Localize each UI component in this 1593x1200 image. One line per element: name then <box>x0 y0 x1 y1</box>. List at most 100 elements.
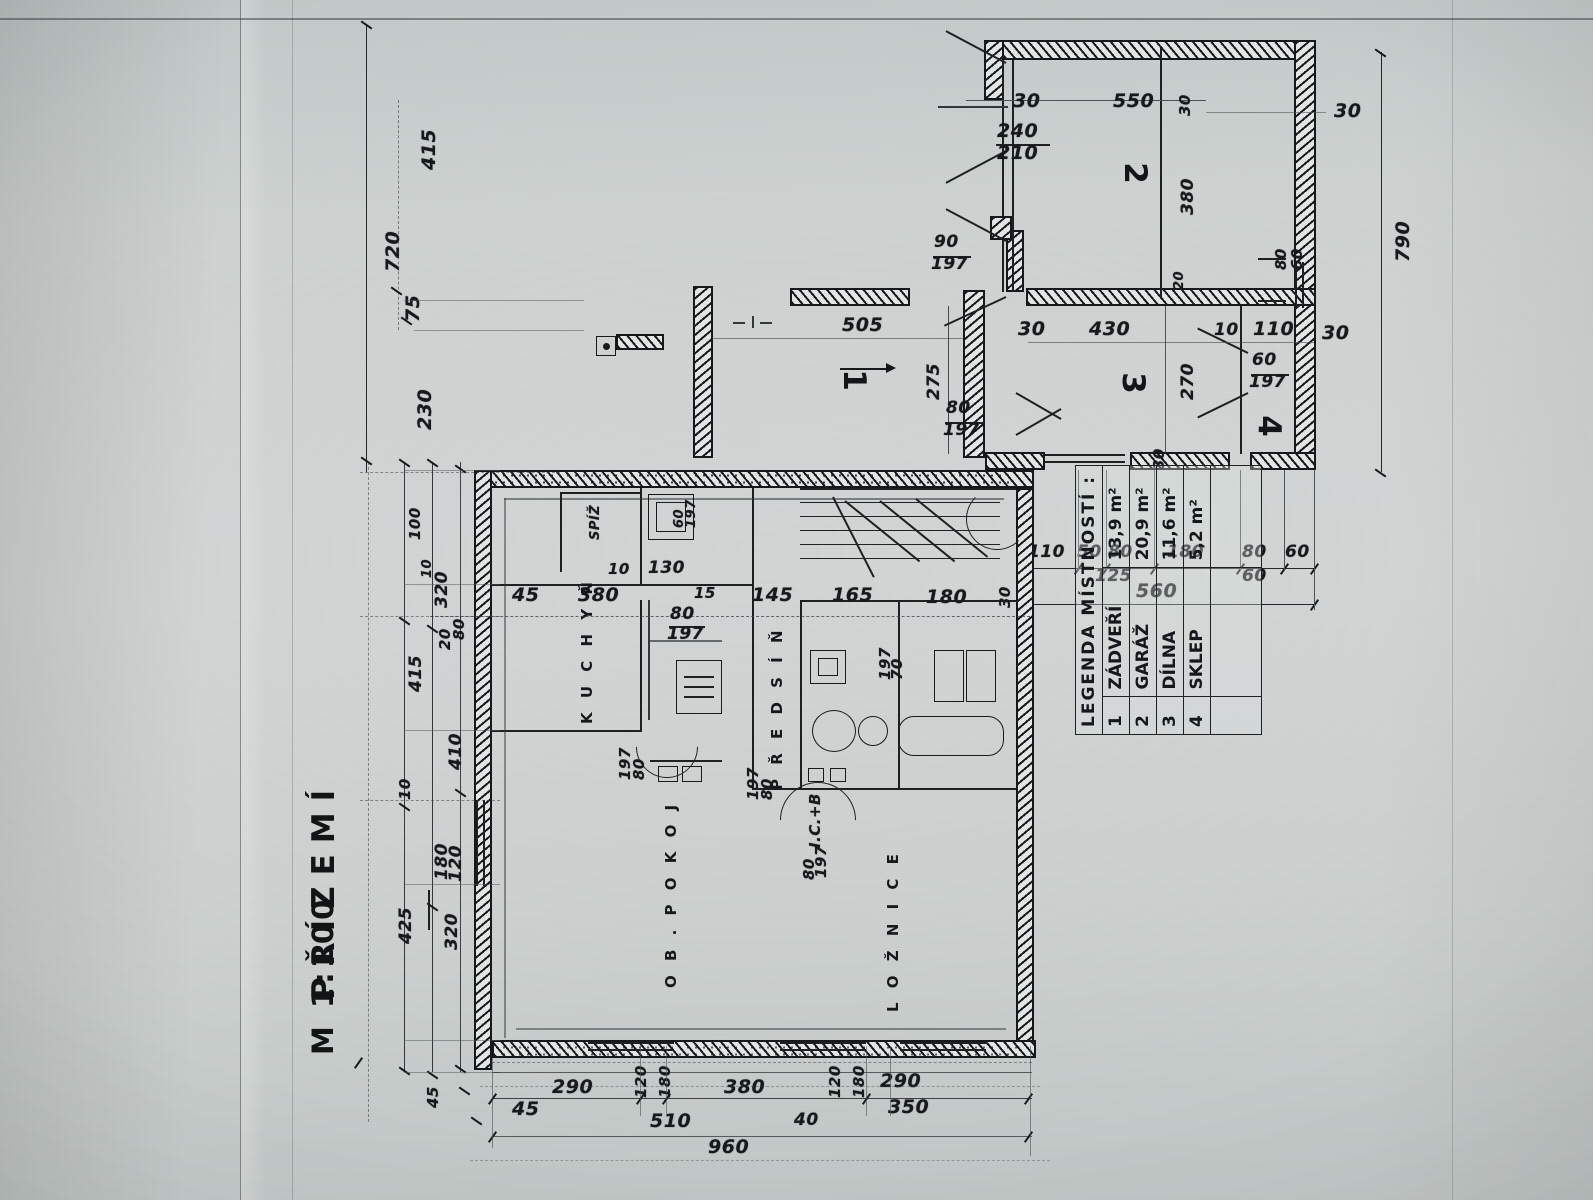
wall-room1-east <box>963 290 985 458</box>
dim-350-bot: 350 <box>888 1096 930 1118</box>
window-south-b <box>780 1042 866 1051</box>
dim-180-int: 180 <box>926 586 968 608</box>
dim-door-rule-left <box>428 890 430 930</box>
legend-row-1-no: 2 <box>1129 697 1157 735</box>
dim-20-garage: 20 <box>1172 270 1187 290</box>
ext-left-75 <box>404 300 584 301</box>
wc-small-a <box>808 768 824 782</box>
kitchen-sink-b <box>682 766 702 782</box>
dim-165-int: 165 <box>832 584 874 606</box>
label-loznice: L O Ž N I C E <box>884 849 902 1012</box>
legend-row-3-name: SKLEP <box>1183 567 1211 697</box>
ground-line-c <box>470 1160 1050 1161</box>
dim-line-275 <box>948 306 949 454</box>
garage-inner-line <box>1160 48 1162 298</box>
stove-burner-3 <box>684 696 714 698</box>
door-swing-garage-mid <box>938 106 1008 108</box>
washbasin <box>858 716 888 746</box>
partition-wc-north <box>800 600 1016 602</box>
dim-560-total: 560 <box>1136 580 1178 602</box>
ext-br-5 <box>1284 470 1285 570</box>
dim-290-bot-b: 290 <box>880 1070 922 1092</box>
wall-room1-west <box>693 286 713 458</box>
dim-80-door1: 80 <box>946 398 971 418</box>
dim-60-br: 60 <box>1285 542 1310 562</box>
dim-line-left-inner-c <box>460 462 461 1072</box>
dim-30-int: 30 <box>996 586 1014 608</box>
dim-door-rule-60 <box>1251 374 1289 376</box>
wc-bowl <box>812 710 856 752</box>
wall-room1-top <box>790 288 910 306</box>
wall-room3-top <box>1026 288 1316 306</box>
dim-30-mid: 30 <box>1018 318 1046 340</box>
window-east <box>1295 262 1304 308</box>
dim-tick-75-a <box>390 286 403 296</box>
dim-197-door4: 197 <box>1249 372 1286 392</box>
garage-door-jamb <box>1002 60 1004 292</box>
stair-tread-3 <box>800 530 1000 531</box>
paper-edge-top <box>0 18 1593 20</box>
paper-fold-line-2 <box>292 0 293 1200</box>
kitchen-unit-a-inner <box>656 502 686 532</box>
wall-house-west <box>474 470 492 1070</box>
dim-30-mid-b: 30 <box>1322 322 1350 344</box>
dim-50-br: 50 <box>1077 542 1102 562</box>
ext-bot-1 <box>640 1046 641 1116</box>
dim-320-left: 320 <box>432 571 452 608</box>
dim-410-left: 410 <box>446 733 466 770</box>
stair-boundary-north <box>800 488 1016 490</box>
bathtub <box>898 716 1004 756</box>
dim-window-tick-top <box>1258 258 1286 260</box>
kitchen-sink-counter <box>650 760 722 762</box>
dim-270: 270 <box>1178 363 1198 400</box>
dim-180-bot: 180 <box>656 1065 674 1098</box>
ground-line-a <box>492 1062 1032 1063</box>
kitchen-unit-a <box>648 494 694 540</box>
dim-80-int-door: 80 <box>670 604 695 624</box>
tick-total-b <box>1023 1131 1034 1143</box>
stair-break-line-b <box>879 500 956 563</box>
dim-line-left-inner-b <box>432 462 433 1072</box>
dim-line-bottom-total <box>492 1136 1032 1137</box>
legend-title: LEGENDA MÍSTNOSTÍ : <box>1075 465 1103 735</box>
ext-bot-0 <box>492 1058 493 1148</box>
dim-60-br-sub: 60 <box>1242 566 1267 586</box>
dim-790-right-total: 790 <box>1392 220 1414 262</box>
border-tick-b <box>470 1116 483 1126</box>
legend-row-0-no: 1 <box>1102 697 1130 735</box>
dim-80-br-b: 80 <box>1242 542 1267 562</box>
axis-h-3 <box>360 800 500 801</box>
window-west <box>476 800 485 886</box>
table-row: 4 SKLEP 5,2 m² <box>1183 465 1211 735</box>
dim-door-rule-int <box>669 626 705 628</box>
table-row: 3 DÍLNA 11,6 m² <box>1156 465 1184 735</box>
border-tick-a <box>458 1086 471 1096</box>
dim-120-bot: 120 <box>632 1065 650 1098</box>
stove-burner-1 <box>684 676 714 678</box>
dim-380-int: 380 <box>578 584 620 606</box>
inner-line-north <box>504 498 1004 500</box>
ext-br-2 <box>1106 470 1107 570</box>
dim-45-int: 45 <box>512 584 540 606</box>
legend-blank-area <box>1210 465 1262 568</box>
ext-bot-2 <box>666 1046 667 1116</box>
dim-130-int: 130 <box>648 558 685 578</box>
ext-br-1 <box>1078 470 1079 570</box>
dim-197-kitchen: 197 <box>616 747 634 780</box>
kitchen-counter-line-b <box>648 640 722 642</box>
dim-197-door-70: 197 <box>876 647 894 680</box>
dim-380: 380 <box>1178 178 1198 215</box>
dim-60-window-h: 60 <box>1288 248 1306 270</box>
dim-10-left-b: 10 <box>396 778 414 800</box>
dim-180-br: 180 <box>1167 542 1204 562</box>
dim-10-int: 10 <box>608 560 630 578</box>
legend-table: LEGENDA MÍSTNOSTÍ : 1 ZÁDVEŘÍ 13,9 m² 2 … <box>1075 465 1262 735</box>
dim-100-left: 100 <box>406 507 424 540</box>
dim-720-left: 720 <box>382 230 404 272</box>
room-number-4: 4 <box>1250 415 1287 437</box>
partition-predsin-south <box>752 788 1016 790</box>
legend-row-1-name: GARÁŽ <box>1129 567 1157 697</box>
partition-spiz-east <box>640 488 642 584</box>
symbol-dashdot-b <box>752 316 754 328</box>
border-tick-c <box>353 1057 364 1069</box>
